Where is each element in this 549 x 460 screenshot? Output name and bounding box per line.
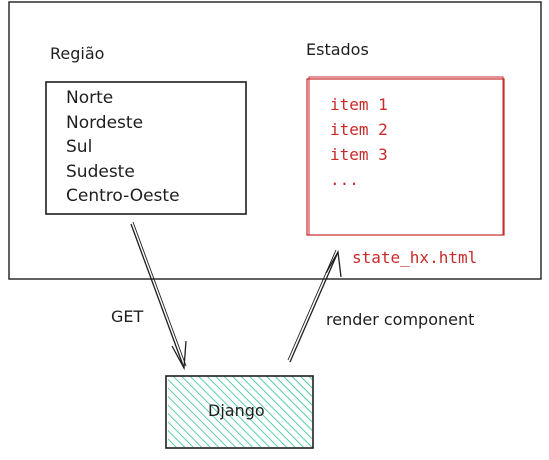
- django-label: Django: [208, 401, 265, 420]
- states-list-box-inner: [308, 76, 504, 236]
- region-item-centro-oeste: Centro-Oeste: [66, 186, 180, 206]
- region-item-nordeste: Nordeste: [66, 113, 144, 133]
- state-item-2: item 2: [330, 120, 388, 139]
- state-item-3: item 3: [330, 145, 388, 164]
- state-item-ellipsis: ...: [330, 170, 359, 189]
- region-item-norte: Norte: [66, 88, 114, 108]
- outer-frame: [8, 1, 542, 280]
- get-arrow: [130, 223, 185, 369]
- get-arrow-shadow: [132, 221, 187, 367]
- region-title: Região: [50, 44, 105, 63]
- region-item-sul: Sul: [66, 137, 93, 157]
- get-label: GET: [111, 307, 144, 326]
- render-arrowhead-icon: [325, 249, 342, 278]
- template-filename-label: state_hx.html: [352, 248, 478, 267]
- render-arrow-shadow: [287, 249, 337, 361]
- region-item-sudeste: Sudeste: [66, 162, 135, 182]
- region-list-box: [45, 81, 247, 215]
- render-component-label: render component: [326, 310, 475, 329]
- django-box-fill: [168, 376, 312, 447]
- render-arrow: [289, 251, 339, 363]
- state-item-1: item 1: [330, 95, 388, 114]
- states-title: Estados: [306, 40, 369, 59]
- get-arrowhead-icon: [171, 340, 187, 371]
- django-box: [165, 375, 314, 449]
